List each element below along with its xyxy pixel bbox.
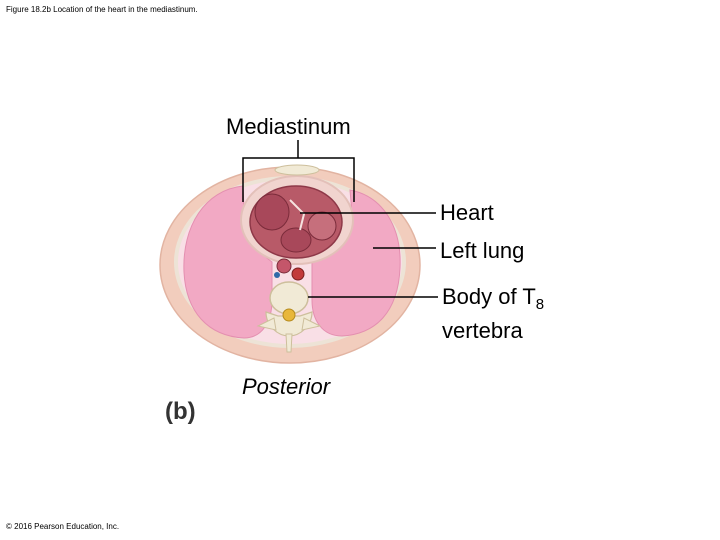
label-vertebra-line2: vertebra xyxy=(442,318,523,343)
label-vertebra: Body of T8 vertebra xyxy=(442,284,544,344)
label-posterior: Posterior xyxy=(242,374,331,399)
label-heart: Heart xyxy=(440,200,494,225)
spinous-process xyxy=(285,333,293,353)
figure-caption: Figure 18.2b Location of the heart in th… xyxy=(6,5,198,14)
mediastinum-bracket xyxy=(242,140,355,202)
esophagus xyxy=(276,258,292,274)
transverse-processes xyxy=(256,317,322,331)
label-vertebra-subscript: 8 xyxy=(535,296,545,313)
label-left-lung: Left lung xyxy=(440,238,525,263)
left-atrium xyxy=(307,211,337,241)
sternum xyxy=(274,164,320,176)
copyright-notice: © 2016 Pearson Education, Inc. xyxy=(6,522,120,531)
left-ventricle xyxy=(280,227,312,253)
spinal-cord xyxy=(282,308,296,322)
right-ventricle xyxy=(254,193,290,231)
aorta xyxy=(291,267,305,281)
label-mediastinum: Mediastinum xyxy=(226,114,351,139)
panel-letter: (b) xyxy=(165,398,196,425)
label-vertebra-line1: Body of T xyxy=(442,284,536,309)
azygos-vein xyxy=(274,272,280,278)
septum xyxy=(289,199,306,231)
